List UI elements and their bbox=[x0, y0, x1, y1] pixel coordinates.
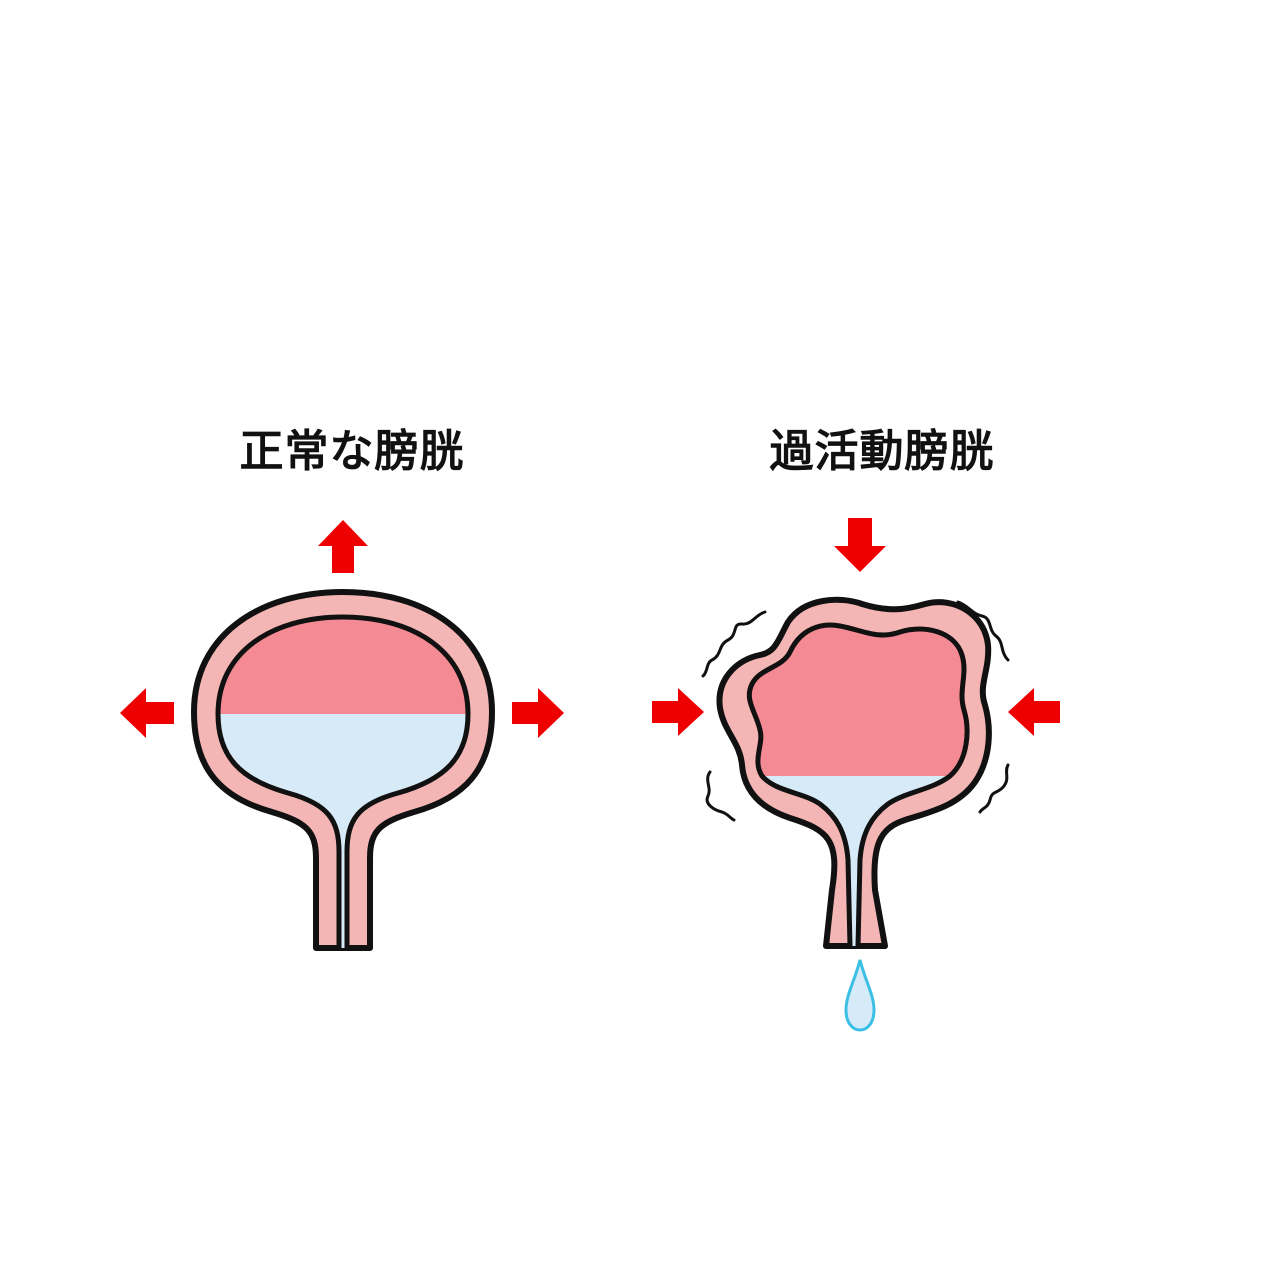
normal-bladder-lumen bbox=[215, 614, 471, 948]
urine-drop-icon bbox=[844, 959, 876, 1032]
overactive-bladder bbox=[701, 596, 1010, 1032]
arrow-right-icon bbox=[512, 688, 564, 738]
normal-arrows bbox=[120, 520, 564, 738]
normal-bladder bbox=[191, 589, 495, 951]
normal-bladder-title: 正常な膀胱 bbox=[239, 426, 465, 477]
overactive-bladder-title: 過活動膀胱 bbox=[769, 426, 995, 477]
spasm-squiggles bbox=[701, 600, 1010, 822]
arrow-up-icon bbox=[318, 520, 368, 573]
overactive-arrows bbox=[652, 518, 1060, 736]
arrow-left-icon bbox=[120, 688, 174, 738]
arrow-right-inward-icon bbox=[652, 688, 704, 736]
arrow-left-inward-icon bbox=[1008, 688, 1060, 736]
arrow-down-icon bbox=[834, 518, 886, 572]
